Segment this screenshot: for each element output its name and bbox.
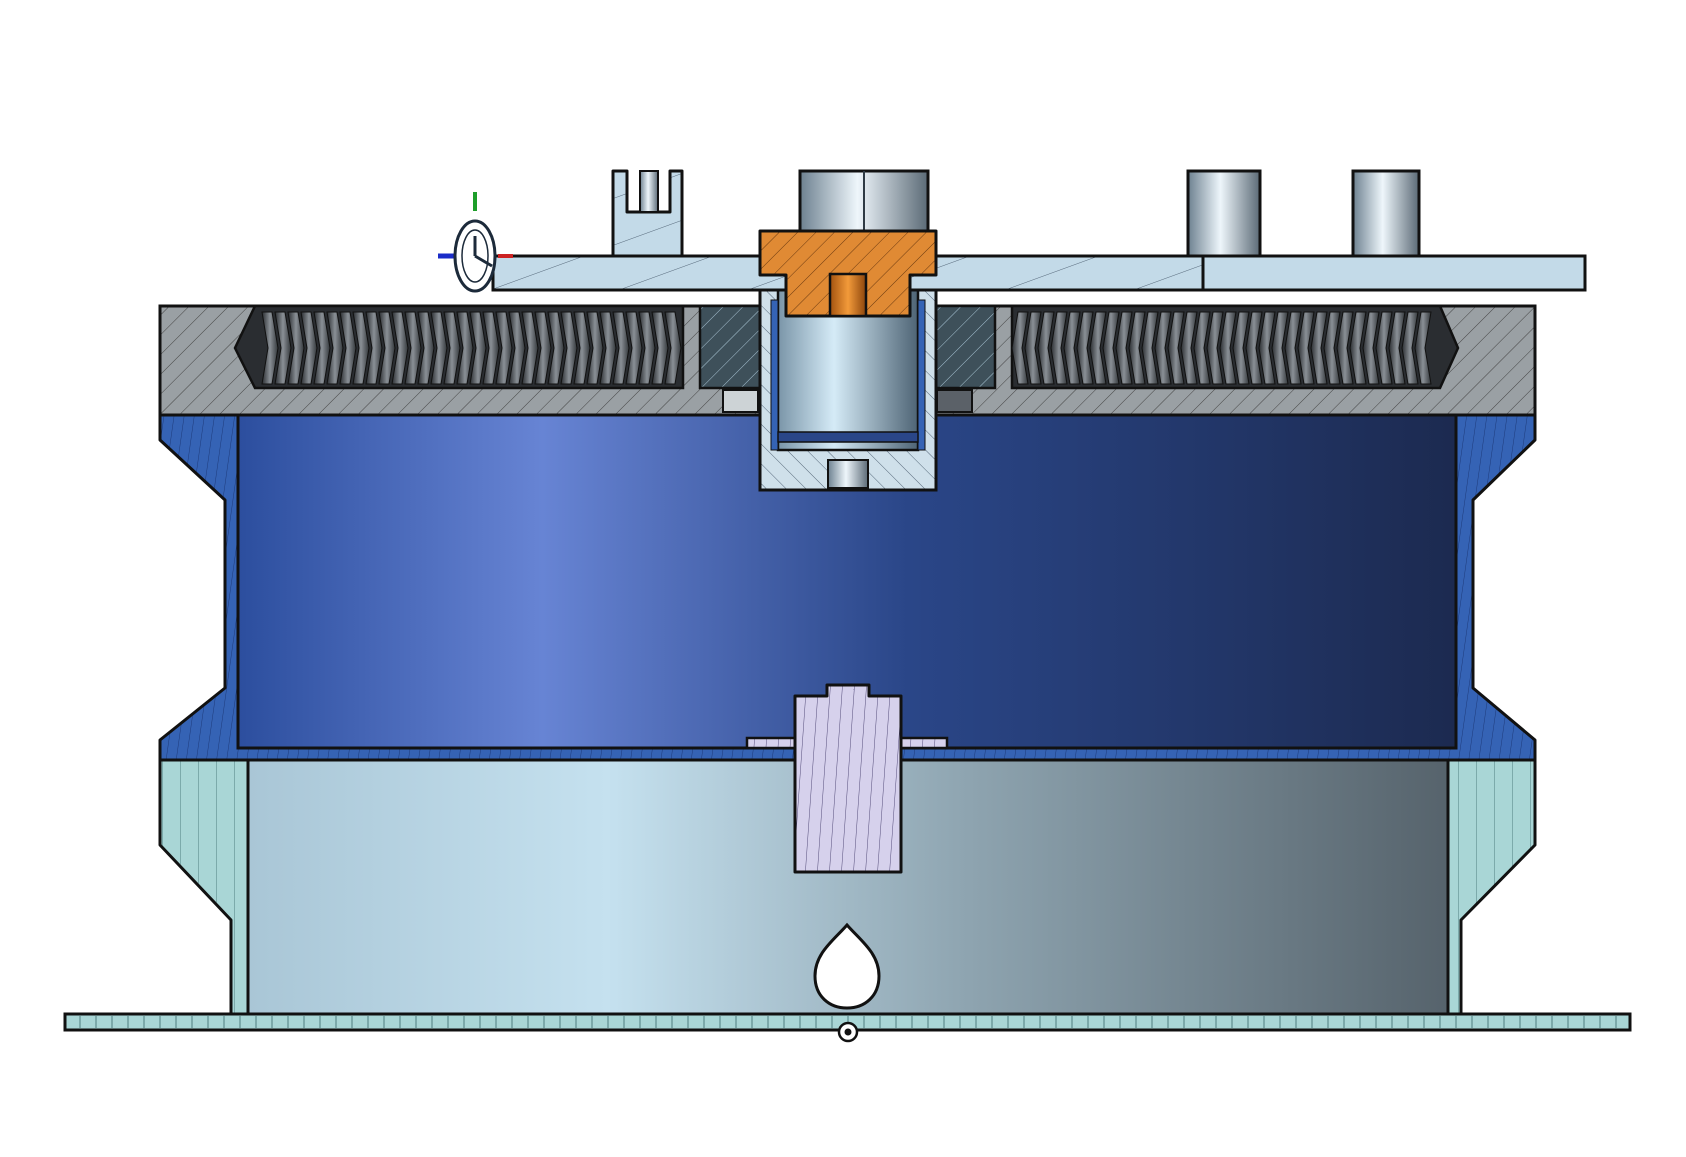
bearing-roller [430, 311, 448, 385]
coordinate-triad-icon[interactable] [438, 192, 513, 293]
bearing-roller [274, 311, 292, 385]
bearing-roller [1102, 311, 1120, 385]
bearing-roller [287, 311, 305, 385]
shaft-sleeve[interactable] [758, 288, 938, 492]
bearing-roller [1219, 311, 1237, 385]
bearing-roller [1284, 311, 1302, 385]
bearing-rollers-right [1011, 311, 1432, 385]
bearing-roller [1128, 311, 1146, 385]
bearing-roller [1050, 311, 1068, 385]
bracket-tab [611, 169, 684, 258]
bearing-roller [1336, 311, 1354, 385]
bearing-roller [1024, 311, 1042, 385]
bearing-roller [508, 311, 526, 385]
standoff-right [1351, 169, 1421, 258]
page-title [0, 0, 1, 1]
bearing-roller [1011, 311, 1029, 385]
bearing-roller [1089, 311, 1107, 385]
bearing-roller [664, 311, 682, 385]
bearing-roller [1206, 311, 1224, 385]
bearing-roller [417, 311, 435, 385]
bearing-roller [469, 311, 487, 385]
spacer-right [936, 389, 973, 413]
bearing-roller [365, 311, 383, 385]
bearing-roller [1232, 311, 1250, 385]
bearing-roller [521, 311, 539, 385]
bearing-roller [261, 311, 279, 385]
bearing-roller [599, 311, 617, 385]
bearing-roller [573, 311, 591, 385]
bearing-roller [1297, 311, 1315, 385]
bearing-roller [1388, 311, 1406, 385]
bearing-roller [586, 311, 604, 385]
bearing-roller [534, 311, 552, 385]
bearing-roller [1076, 311, 1094, 385]
coupler-body [793, 683, 903, 874]
set-screw [827, 459, 869, 489]
bearing-roller [313, 311, 331, 385]
bearing-roller [1115, 311, 1133, 385]
bearing-roller [456, 311, 474, 385]
sleeve-bottom-band [777, 431, 919, 443]
bearing-roller [391, 311, 409, 385]
standoff-middle [1186, 169, 1262, 258]
bearing-roller [339, 311, 357, 385]
bearing-roller [1141, 311, 1159, 385]
bearing-roller [1362, 311, 1380, 385]
sleeve-blue-liner-right [917, 299, 926, 451]
sleeve-blue-liner-left [770, 299, 779, 451]
mate-connector-arm [474, 254, 493, 268]
bearing-roller [352, 311, 370, 385]
bearing-roller [547, 311, 565, 385]
bearing-roller [326, 311, 344, 385]
bearing-roller [378, 311, 396, 385]
bearing-roller [300, 311, 318, 385]
bearing-roller [404, 311, 422, 385]
top-plate-right [1201, 254, 1587, 292]
bearing-roller [1193, 311, 1211, 385]
mate-connector-inner [461, 229, 489, 283]
origin-dot [844, 1028, 852, 1036]
origin-point-icon[interactable] [837, 1021, 859, 1043]
bearing-roller [495, 311, 513, 385]
bearing-roller [1271, 311, 1289, 385]
bearing-roller [1154, 311, 1172, 385]
bearing-roller [1063, 311, 1081, 385]
bearing-roller [1323, 311, 1341, 385]
bearing-roller [1167, 311, 1185, 385]
bearing-roller [638, 311, 656, 385]
bearing-roller [1180, 311, 1198, 385]
bearing-roller [560, 311, 578, 385]
nut-pin [828, 272, 868, 318]
bearing-roller [1258, 311, 1276, 385]
bearing-roller [1414, 311, 1432, 385]
hex-nut[interactable] [758, 229, 938, 318]
bearing-roller [1245, 311, 1263, 385]
bearing-roller [651, 311, 669, 385]
bearing-roller [1310, 311, 1328, 385]
top-plate[interactable] [491, 169, 1587, 292]
bracket-slot [639, 170, 659, 213]
spacer-left [722, 389, 759, 413]
bearing-roller [482, 311, 500, 385]
bearing-roller [443, 311, 461, 385]
bearing-roller [612, 311, 630, 385]
bearing-roller [1375, 311, 1393, 385]
bearing-roller [1349, 311, 1367, 385]
bearing-rollers-left [261, 311, 682, 385]
coupler-shaft[interactable] [745, 683, 949, 874]
flange-tick-marks [79, 1016, 1617, 1028]
bearing-roller [625, 311, 643, 385]
bearing-roller [1401, 311, 1419, 385]
drain-hole-icon [813, 922, 881, 1010]
bearing-roller [1037, 311, 1055, 385]
